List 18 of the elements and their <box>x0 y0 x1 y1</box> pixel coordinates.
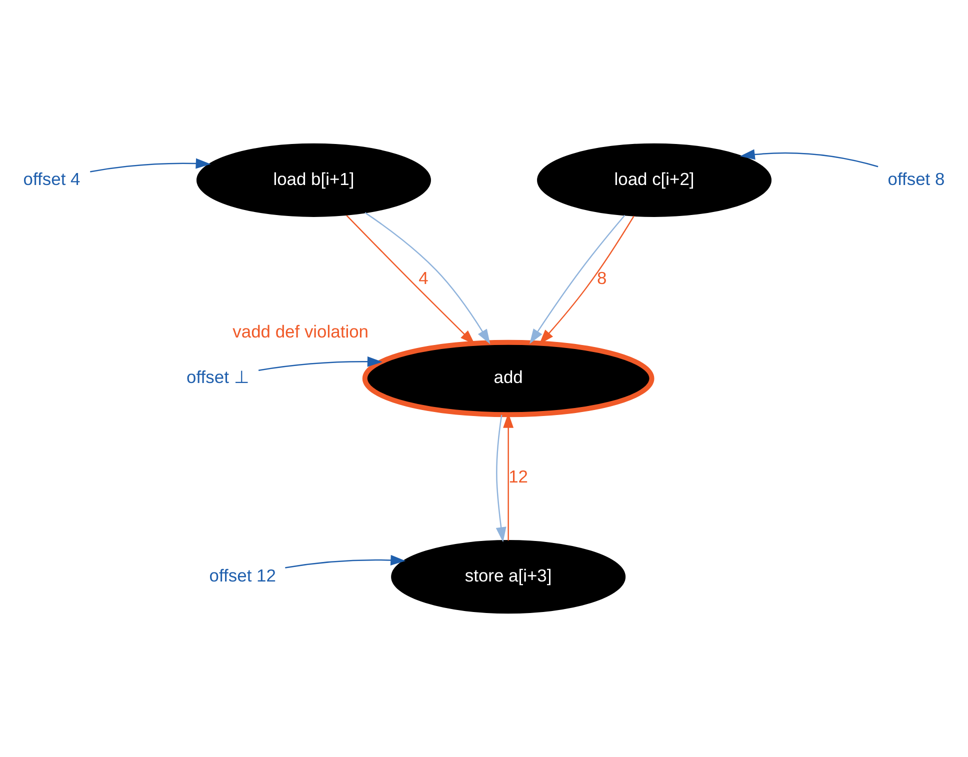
edge-label: 8 <box>597 268 607 288</box>
arrow <box>530 214 626 344</box>
arrow <box>285 554 406 568</box>
arrow <box>496 414 506 542</box>
edge-label: 12 <box>508 466 528 486</box>
node-text: offset 4 <box>23 168 80 189</box>
node-text: offset 8 <box>888 168 945 189</box>
node-ellipse: load c[i+2] <box>537 143 772 217</box>
node-text: offset ⊥ <box>186 367 249 388</box>
arrow <box>539 216 634 344</box>
arrow <box>90 158 211 172</box>
node-ellipse: add <box>362 340 654 418</box>
arrow <box>740 149 878 168</box>
node-label: vadd def violation <box>232 322 368 342</box>
arrow <box>364 212 490 344</box>
arrow <box>258 356 382 371</box>
edge-label: 4 <box>418 268 428 288</box>
node-text: offset 12 <box>209 565 276 586</box>
